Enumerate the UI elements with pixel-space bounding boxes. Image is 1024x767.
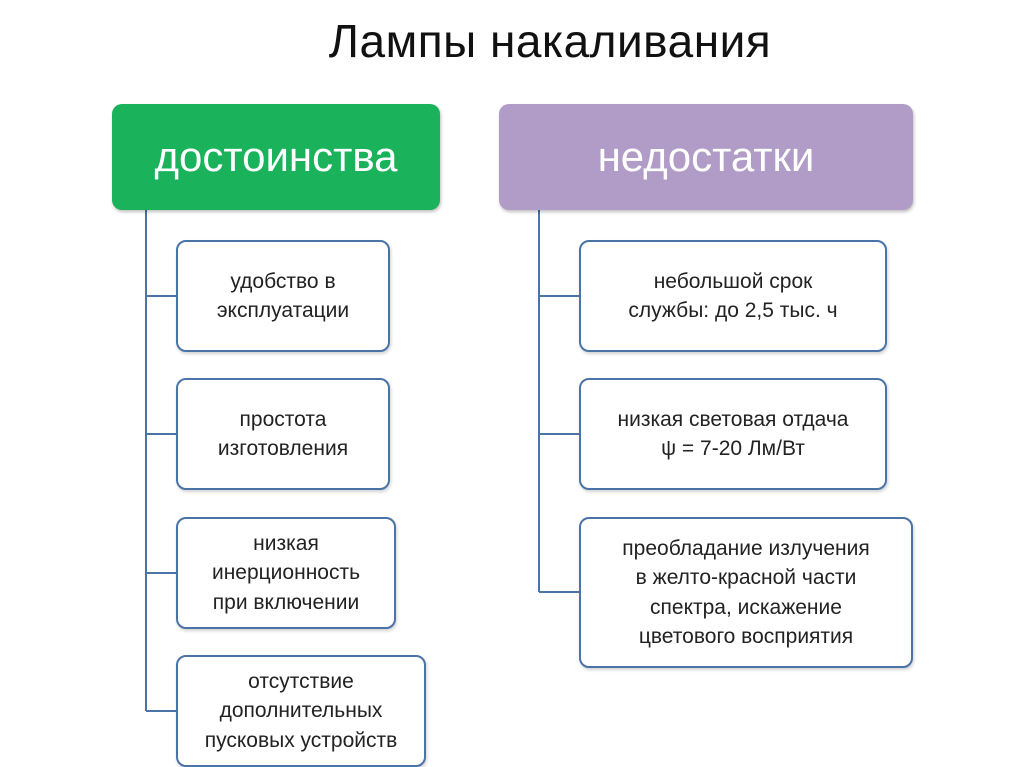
advantage-item-4: отсутствие дополнительных пусковых устро…	[176, 655, 426, 767]
disadvantage-item-3: преобладание излучения в желто-красной ч…	[579, 517, 913, 668]
disadvantage-item-2-text: низкая световая отдача ψ = 7-20 Лм/Вт	[617, 407, 849, 460]
advantage-item-2: простота изготовления	[176, 378, 390, 490]
advantage-item-2-text: простота изготовления	[217, 407, 349, 460]
advantages-header-label: достоинства	[154, 133, 398, 180]
disadvantage-item-2: низкая световая отдача ψ = 7-20 Лм/Вт	[579, 378, 887, 490]
advantage-item-1-text: удобство в эксплуатации	[216, 269, 350, 322]
disadvantages-header-label: недостатки	[597, 133, 815, 180]
advantages-connectors	[145, 210, 176, 712]
disadvantage-item-3-text: преобладание излучения в желто-красной ч…	[622, 536, 870, 648]
advantage-item-3: низкая инерционность при включении	[176, 517, 396, 629]
advantage-item-3-text: низкая инерционность при включении	[211, 531, 361, 614]
page-title: Лампы накаливания	[328, 15, 772, 67]
disadvantage-item-1: небольшой срок службы: до 2,5 тыс. ч	[579, 240, 887, 352]
disadvantages-header: недостатки	[499, 104, 913, 210]
disadvantages-connectors	[538, 210, 579, 593]
advantage-item-1: удобство в эксплуатации	[176, 240, 390, 352]
advantages-header: достоинства	[112, 104, 440, 210]
advantage-item-4-text: отсутствие дополнительных пусковых устро…	[204, 669, 398, 752]
disadvantage-item-1-text: небольшой срок службы: до 2,5 тыс. ч	[628, 269, 838, 322]
